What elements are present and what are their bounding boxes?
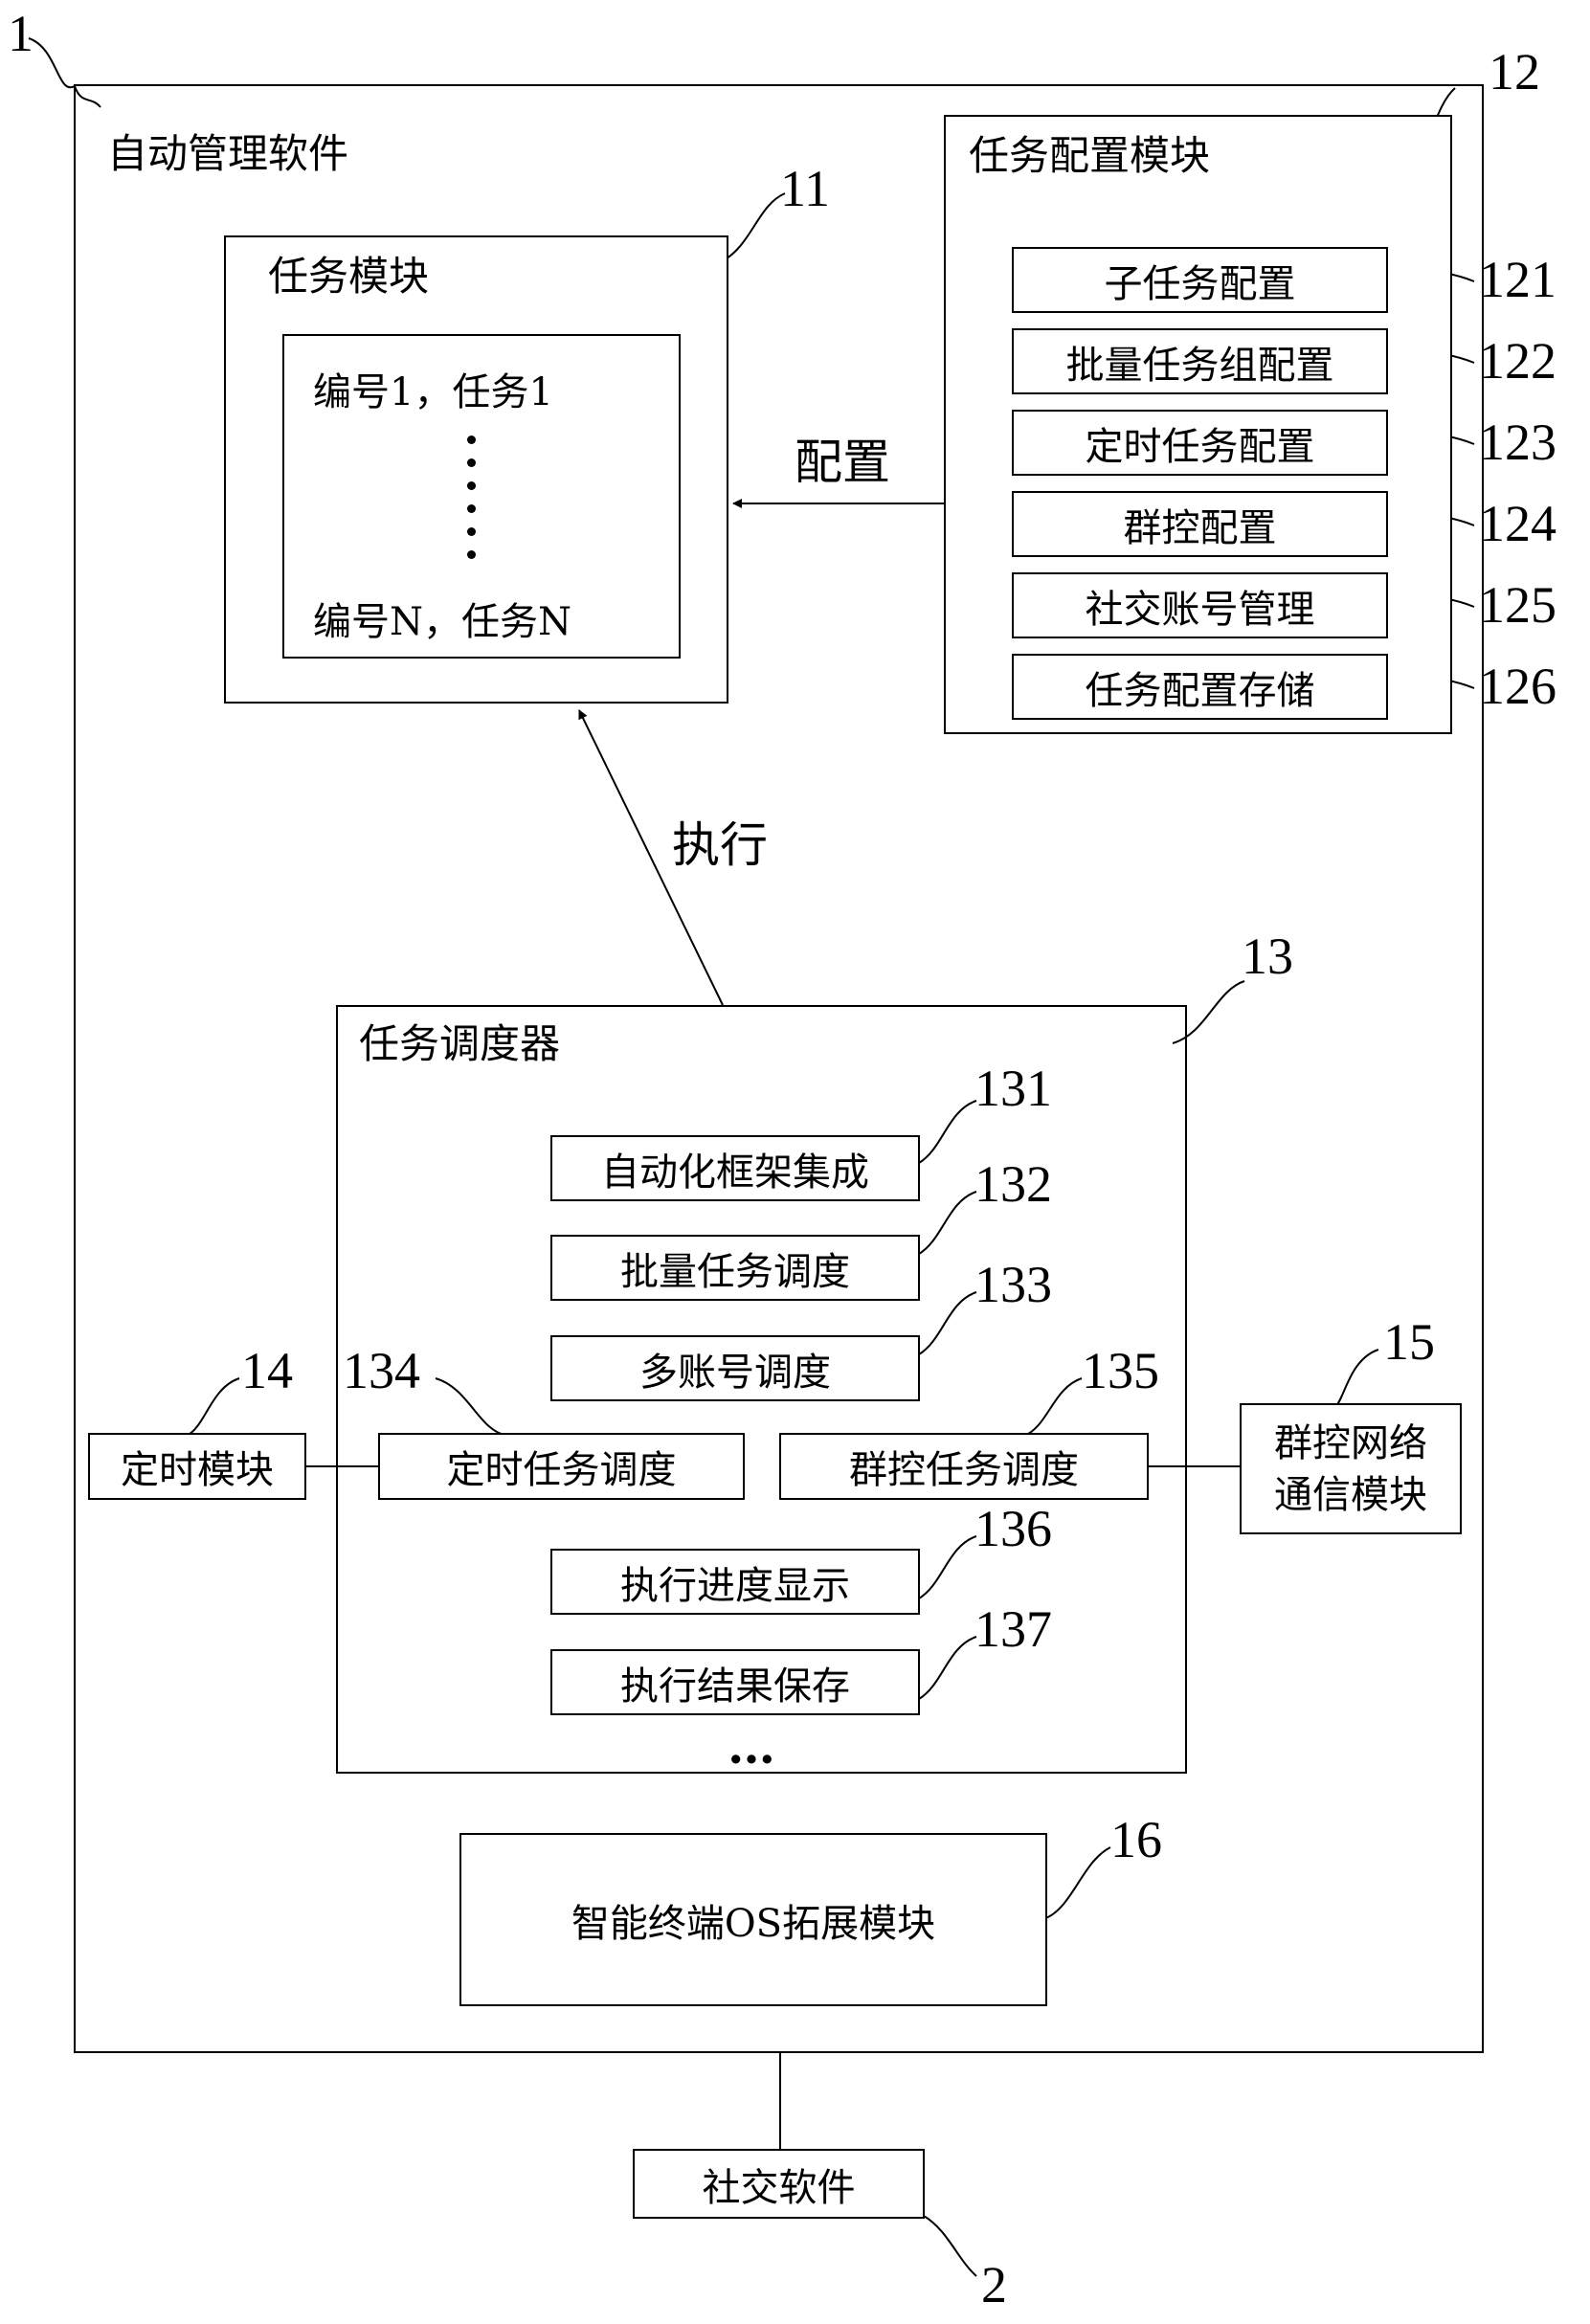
execute-arrow-label: 执行 (672, 817, 768, 873)
outer-title: 自动管理软件 (107, 130, 349, 177)
task-scheduler-box (336, 1005, 1187, 1774)
os-extension-module-box: 智能终端OS拓展模块 (459, 1833, 1047, 2006)
config-arrow-label: 配置 (795, 435, 890, 490)
ref-126: 126 (1479, 658, 1556, 715)
task-module-title: 任务模块 (268, 253, 430, 300)
ref-1: 1 (8, 5, 34, 62)
ref-136: 136 (974, 1500, 1052, 1557)
task-list-last: 编号N，任务N (313, 600, 571, 644)
group-comm-module-box: 群控网络 通信模块 (1240, 1403, 1462, 1534)
ref-133: 133 (974, 1256, 1052, 1313)
config-item-sub-task: 子任务配置 (1012, 247, 1388, 313)
timer-module-box: 定时模块 (88, 1433, 306, 1500)
ref-14: 14 (241, 1342, 293, 1399)
scheduler-ellipsis: … (728, 1718, 775, 1775)
config-item-group-control: 群控配置 (1012, 491, 1388, 557)
ref-15: 15 (1383, 1313, 1435, 1371)
ref-125: 125 (1479, 576, 1556, 634)
ref-123: 123 (1479, 413, 1556, 471)
ref-131: 131 (974, 1060, 1052, 1117)
ref-13: 13 (1242, 927, 1293, 985)
ref-121: 121 (1479, 251, 1556, 308)
ref-132: 132 (974, 1155, 1052, 1213)
config-item-timed: 定时任务配置 (1012, 410, 1388, 476)
ref-134: 134 (343, 1342, 420, 1399)
leader-2 (923, 2215, 977, 2277)
task-list-dots (467, 436, 477, 559)
config-item-social-account: 社交账号管理 (1012, 572, 1388, 638)
group-comm-line1: 群控网络 (1274, 1420, 1427, 1465)
auto-management-software-box (74, 84, 1484, 2053)
scheduler-item-batch: 批量任务调度 (550, 1235, 920, 1301)
config-item-batch-group: 批量任务组配置 (1012, 328, 1388, 394)
group-comm-line2: 通信模块 (1274, 1472, 1427, 1517)
ref-12: 12 (1489, 43, 1540, 101)
ref-137: 137 (974, 1600, 1052, 1658)
ref-135: 135 (1082, 1342, 1159, 1399)
ref-122: 122 (1479, 332, 1556, 390)
task-list-first: 编号1，任务1 (313, 370, 553, 414)
scheduler-item-result: 执行结果保存 (550, 1649, 920, 1715)
config-module-title: 任务配置模块 (969, 132, 1211, 179)
ref-124: 124 (1479, 495, 1556, 552)
scheduler-item-timed: 定时任务调度 (378, 1433, 745, 1500)
task-list-box (282, 334, 681, 659)
social-software-box: 社交软件 (633, 2149, 925, 2219)
config-item-storage: 任务配置存储 (1012, 654, 1388, 720)
scheduler-item-progress: 执行进度显示 (550, 1549, 920, 1615)
scheduler-item-multi-account: 多账号调度 (550, 1335, 920, 1401)
ref-2: 2 (981, 2256, 1007, 2313)
scheduler-item-framework: 自动化框架集成 (550, 1135, 920, 1201)
ref-16: 16 (1110, 1811, 1162, 1868)
scheduler-title: 任务调度器 (359, 1020, 561, 1067)
ref-11: 11 (780, 160, 830, 217)
scheduler-item-group: 群控任务调度 (779, 1433, 1149, 1500)
